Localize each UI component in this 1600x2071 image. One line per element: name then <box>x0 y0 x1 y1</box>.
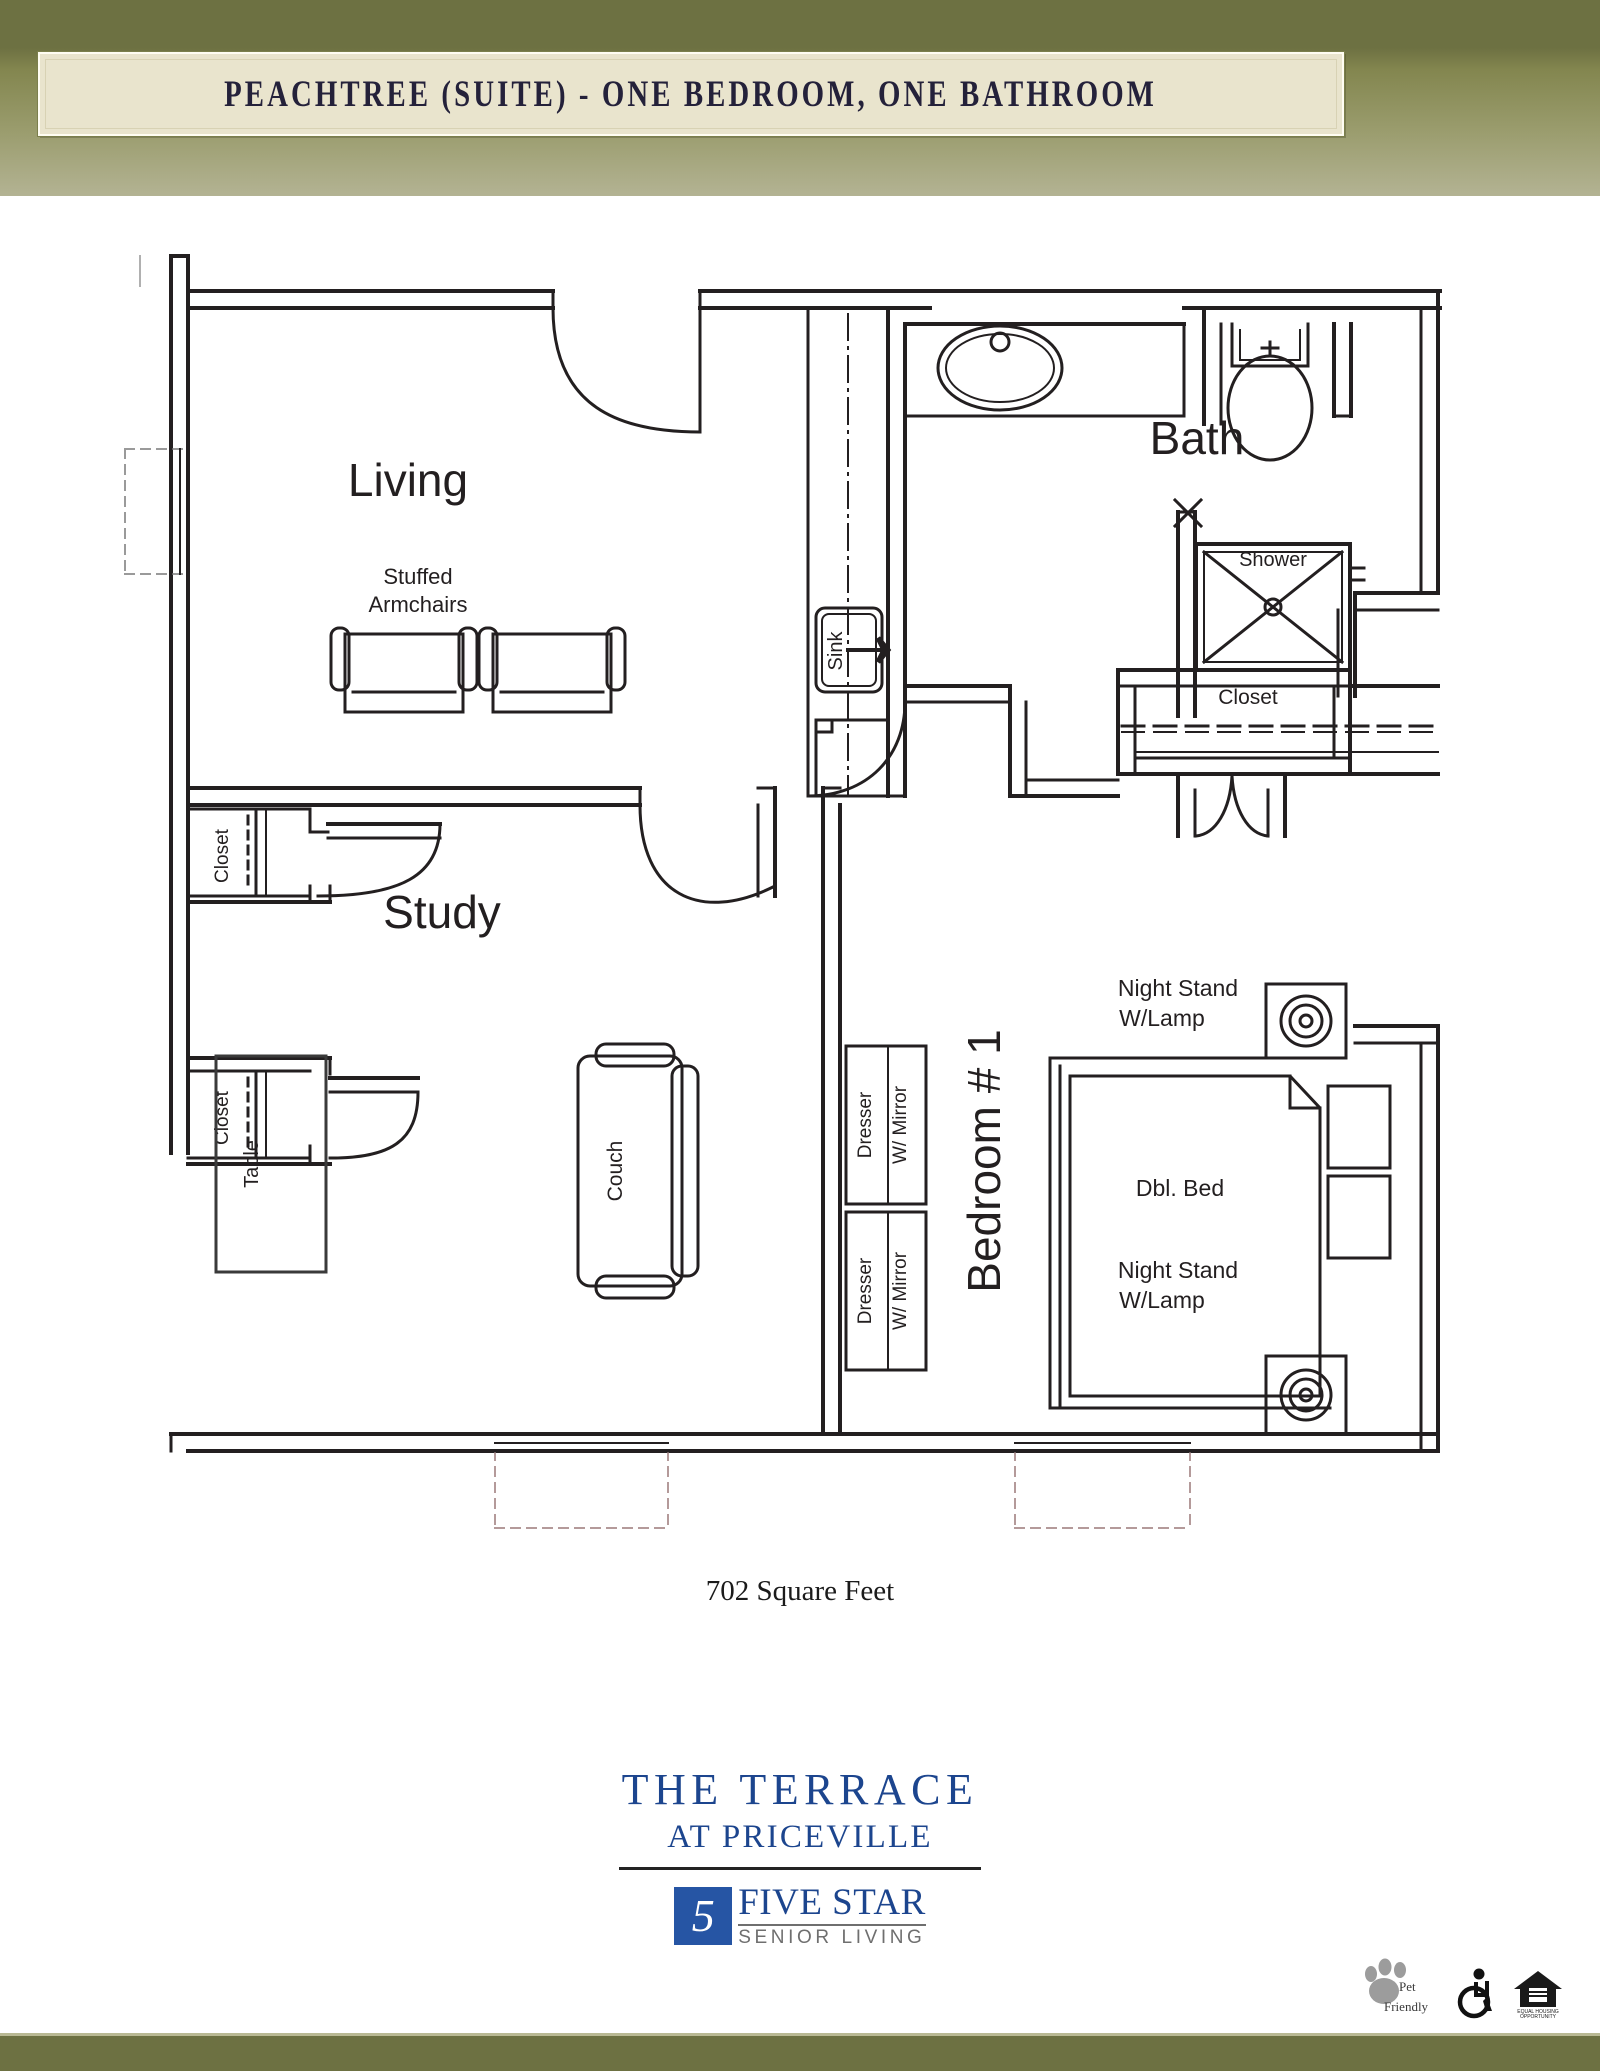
couch-label: Couch <box>604 1141 627 1202</box>
eho-label-1: EQUAL HOUSING <box>1517 2009 1559 2015</box>
shower-label: Shower <box>1239 549 1307 571</box>
pet-friendly-icon: Pet Friendly <box>1365 1958 1429 2014</box>
nightstand-bottom-label-1: Night Stand <box>1118 1257 1238 1283</box>
double-bed-label: Dbl. Bed <box>1136 1175 1224 1201</box>
five-star-name: FIVE STAR <box>738 1882 926 1923</box>
floorplan-drawing: Sink Bath <box>0 196 1600 1546</box>
community-logo: THE TERRACE AT PRICEVILLE 5 FIVE STAR SE… <box>0 1768 1600 1947</box>
nightstand-bottom-label-2: W/Lamp <box>1119 1287 1205 1313</box>
five-star-mark-icon: 5 <box>674 1886 733 1945</box>
pet-friendly-label-2: Friendly <box>1384 1999 1429 2014</box>
logo-divider <box>619 1867 981 1870</box>
five-star-wordmark: FIVE STAR SENIOR LIVING <box>738 1884 926 1947</box>
armchairs-label-line1: Stuffed <box>383 564 452 589</box>
nightstand-top-label-2: W/Lamp <box>1119 1005 1205 1031</box>
logo-priceville-text: AT PRICEVILLE <box>667 1819 933 1855</box>
eho-label-2: OPPORTUNITY <box>1520 2014 1557 2019</box>
armchairs-label-line2: Armchairs <box>368 592 467 617</box>
square-feet-caption: 702 Square Feet <box>705 1575 895 1607</box>
five-star-rule <box>738 1924 926 1926</box>
room-label-living: Living <box>348 454 468 506</box>
header-band: PEACHTREE (SUITE) - ONE BEDROOM, ONE BAT… <box>0 0 1600 196</box>
dresser-upper-label-1: Dresser <box>855 1091 876 1158</box>
room-label-bedroom: Bedroom # 1 <box>958 1029 1010 1292</box>
dresser-lower-label-1: Dresser <box>855 1257 876 1324</box>
study-closet-upper-label: Closet <box>212 828 233 883</box>
logo-terrace-text: THE TERRACE <box>621 1765 979 1814</box>
five-star-tagline: SENIOR LIVING <box>738 1927 926 1948</box>
table-label: Table <box>241 1140 263 1188</box>
equal-housing-opportunity-icon: EQUAL HOUSING OPPORTUNITY <box>1514 1971 1562 2019</box>
footer-band <box>0 2033 1600 2071</box>
nightstand-top-label-1: Night Stand <box>1118 975 1238 1001</box>
pet-friendly-label-1: Pet <box>1399 1979 1416 1994</box>
dresser-upper-label-2: W/ Mirror <box>890 1085 911 1164</box>
page-title: PEACHTREE (SUITE) - ONE BEDROOM, ONE BAT… <box>224 72 1158 115</box>
room-label-bath: Bath <box>1150 412 1245 464</box>
dresser-lower-label-2: W/ Mirror <box>890 1251 911 1330</box>
badge-row: Pet Friendly EQUAL HOUSING OPPORTUNITY <box>1354 1957 1564 2019</box>
kitchen-sink-label: Sink <box>825 631 847 671</box>
header-title-plate-inner: PEACHTREE (SUITE) - ONE BEDROOM, ONE BAT… <box>45 59 1337 129</box>
header-title-plate: PEACHTREE (SUITE) - ONE BEDROOM, ONE BAT… <box>37 51 1345 137</box>
room-label-study: Study <box>383 886 501 938</box>
bath-closet-label: Closet <box>1218 686 1278 709</box>
wheelchair-accessible-icon <box>1457 1968 1492 2019</box>
five-star-logo: 5 FIVE STAR SENIOR LIVING <box>674 1884 926 1947</box>
